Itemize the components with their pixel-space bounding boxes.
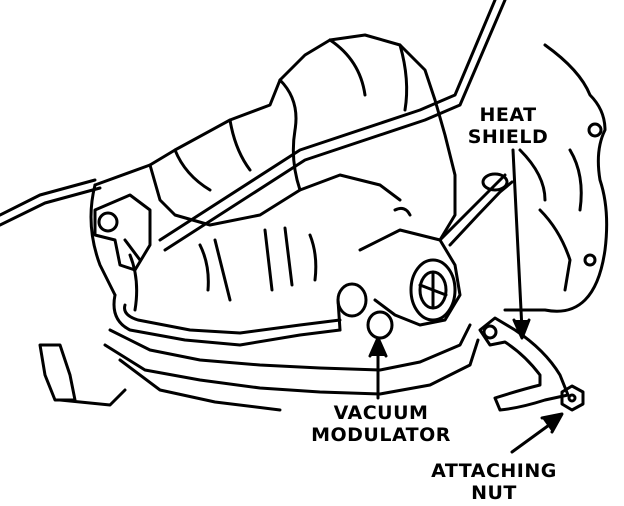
- vacuum-modulator-label-line-2: MODULATOR: [311, 424, 451, 446]
- attaching-nut-arrowhead: [542, 414, 562, 432]
- mounting-bracket: [95, 195, 150, 270]
- vacuum-modulator-arrowhead: [370, 338, 386, 356]
- vacuum-modulator: [338, 208, 460, 338]
- heat-shield-arrowhead: [514, 320, 529, 338]
- heat-shield: [480, 318, 568, 410]
- attaching-nut: [562, 386, 583, 410]
- attaching-nut-label-line-1: ATTACHING: [431, 460, 557, 482]
- heat-shield-label-line-2: SHIELD: [467, 126, 549, 148]
- heat-shield-label: HEAT SHIELD: [458, 104, 558, 148]
- heat-shield-leader: [513, 150, 522, 330]
- leader-lines: [370, 150, 562, 452]
- heat-shield-label-line-1: HEAT: [479, 104, 537, 126]
- transmission-case: [91, 35, 455, 310]
- attaching-nut-label-line-2: NUT: [471, 482, 517, 504]
- bell-housing: [505, 45, 607, 311]
- vacuum-modulator-label: VACUUM MODULATOR: [300, 402, 462, 446]
- oil-pan: [40, 325, 478, 410]
- vacuum-line: [0, 0, 512, 345]
- vacuum-modulator-label-line-1: VACUUM: [333, 402, 429, 424]
- attaching-nut-label: ATTACHING NUT: [424, 460, 564, 504]
